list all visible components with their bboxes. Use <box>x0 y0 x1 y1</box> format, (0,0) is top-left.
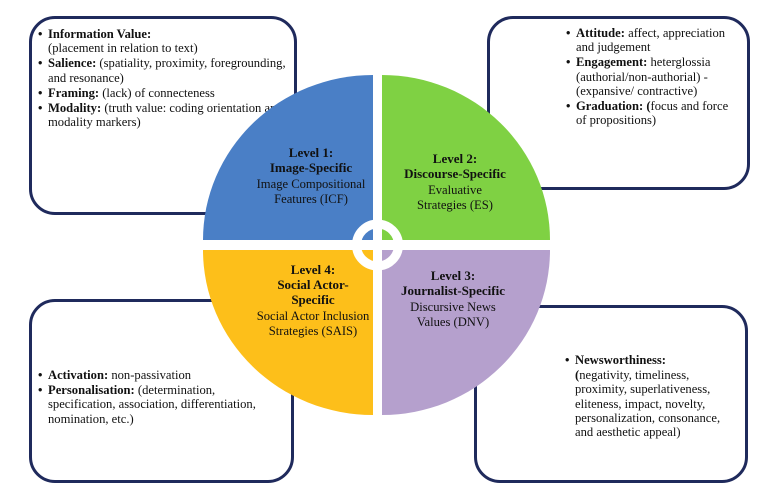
evaluative-strategies-box: Attitude: affect, appreciation and judge… <box>487 16 750 190</box>
center-ring <box>352 219 403 271</box>
bullet-graduation: Graduation: (focus and force of proposit… <box>566 99 741 127</box>
quadrant-3-label: Level 3: Journalist-Specific Discursive … <box>401 268 505 329</box>
bullet-newsworthiness: Newsworthiness: <box>565 353 739 367</box>
bullet-salience: Salience: (spatiality, proximity, foregr… <box>38 56 288 84</box>
bullet-framing: Framing: (lack) of connecteness <box>38 86 288 100</box>
bullet-information-value: Information Value:(placement in relation… <box>38 27 288 55</box>
bullet-attitude: Attitude: affect, appreciation and judge… <box>566 26 741 54</box>
quadrant-level-3 <box>382 250 550 415</box>
quadrant-2-label: Level 2: Discourse-Specific Evaluative S… <box>404 151 506 212</box>
quadrant-level-1 <box>203 75 373 240</box>
bullet-activation: Activation: non-passivation <box>38 368 285 382</box>
quadrant-4-label: Level 4: Social Actor-Specific Social Ac… <box>256 262 370 338</box>
image-features-box: Information Value:(placement in relation… <box>29 16 297 215</box>
newsworthiness-list: (negativity, timeliness, proximity, supe… <box>575 368 721 440</box>
quadrant-level-4 <box>203 250 373 415</box>
quadrant-level-2 <box>382 75 550 240</box>
bullet-engagement: Engagement: heterglossia (authorial/non-… <box>566 55 741 98</box>
bullet-personalisation: Personalisation: (determination, specifi… <box>38 383 285 426</box>
quadrant-1-label: Level 1: Image-Specific Image Compositio… <box>256 145 366 206</box>
bullet-modality: Modality: (truth value: coding orientati… <box>38 101 288 129</box>
